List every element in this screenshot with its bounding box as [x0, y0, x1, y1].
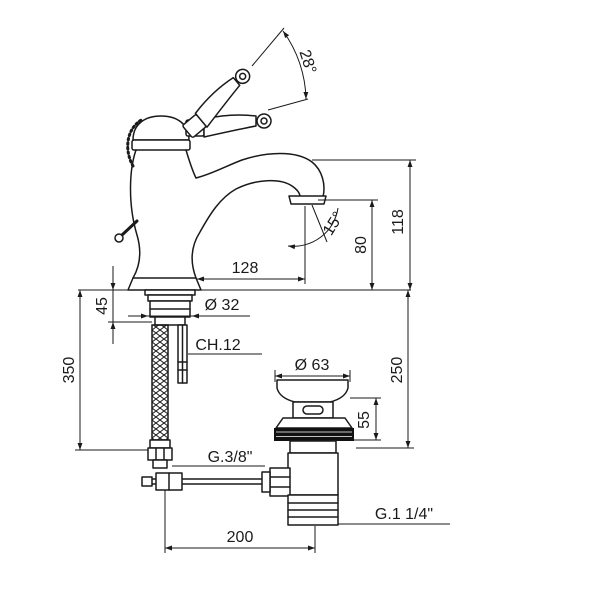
aerator [288, 195, 327, 205]
faucet-body [129, 149, 141, 279]
label-shank-nut: 45 [94, 297, 111, 315]
dimension-drain-depth: 250 [356, 290, 414, 449]
drain-flange [275, 417, 353, 429]
label-wrench-size: CH.12 [195, 337, 240, 354]
dimension-height-total: 118 [312, 159, 416, 290]
dimension-height-outlet: 80 [318, 199, 378, 290]
faucet [114, 68, 327, 291]
label-hose-thread: G.3/8" [208, 449, 253, 466]
hose-fitting [147, 439, 173, 469]
label-handle-angle: 28° [295, 48, 319, 76]
popup-rod [177, 324, 188, 384]
label-reach: 128 [232, 260, 259, 277]
label-hose-length: 350 [61, 357, 78, 384]
dimension-shank-diameter: Ø 32 [128, 297, 250, 319]
label-drain-diameter: Ø 63 [295, 357, 330, 374]
label-shank-diameter: Ø 32 [205, 297, 240, 314]
drain-slot [302, 405, 324, 415]
dome-band [131, 139, 191, 151]
label-drain-head: 55 [356, 411, 373, 429]
dimension-drain-head: 55 [350, 397, 381, 441]
callout-hose-thread: G.3/8" [172, 449, 265, 467]
label-drain-depth: 250 [389, 357, 406, 384]
callout-drain-thread: G.1 1/4" [338, 506, 450, 525]
braided-hose [151, 324, 169, 441]
dome-knurl [126, 117, 145, 168]
faucet-base [127, 277, 202, 291]
shank-assembly [144, 289, 196, 326]
label-height-total: 118 [390, 209, 407, 235]
label-height-outlet: 80 [353, 236, 370, 254]
callout-wrench-size: CH.12 [188, 337, 262, 355]
dimension-drain-diameter: Ø 63 [274, 357, 351, 382]
drain-body [287, 452, 339, 496]
dimension-spout-angle: 15° [287, 204, 347, 250]
drain-side-nut [269, 467, 291, 497]
handle-lever-open [182, 68, 251, 138]
dimension-rod-length: 200 [164, 490, 316, 553]
dimension-reach: 128 [197, 206, 306, 284]
drain-cap [276, 379, 349, 403]
label-rod-length: 200 [227, 529, 254, 546]
drain-gasket [274, 428, 354, 441]
spout [185, 149, 325, 279]
dimension-handle-angle: 28° [251, 27, 319, 111]
label-drain-thread: G.1 1/4" [375, 506, 433, 523]
lift-rod-knob [114, 219, 139, 243]
linkage-rod [141, 472, 268, 491]
drain-assembly [261, 379, 354, 526]
dimension-shank-nut: 45 [94, 266, 152, 344]
dimension-hose-length: 350 [61, 290, 148, 451]
